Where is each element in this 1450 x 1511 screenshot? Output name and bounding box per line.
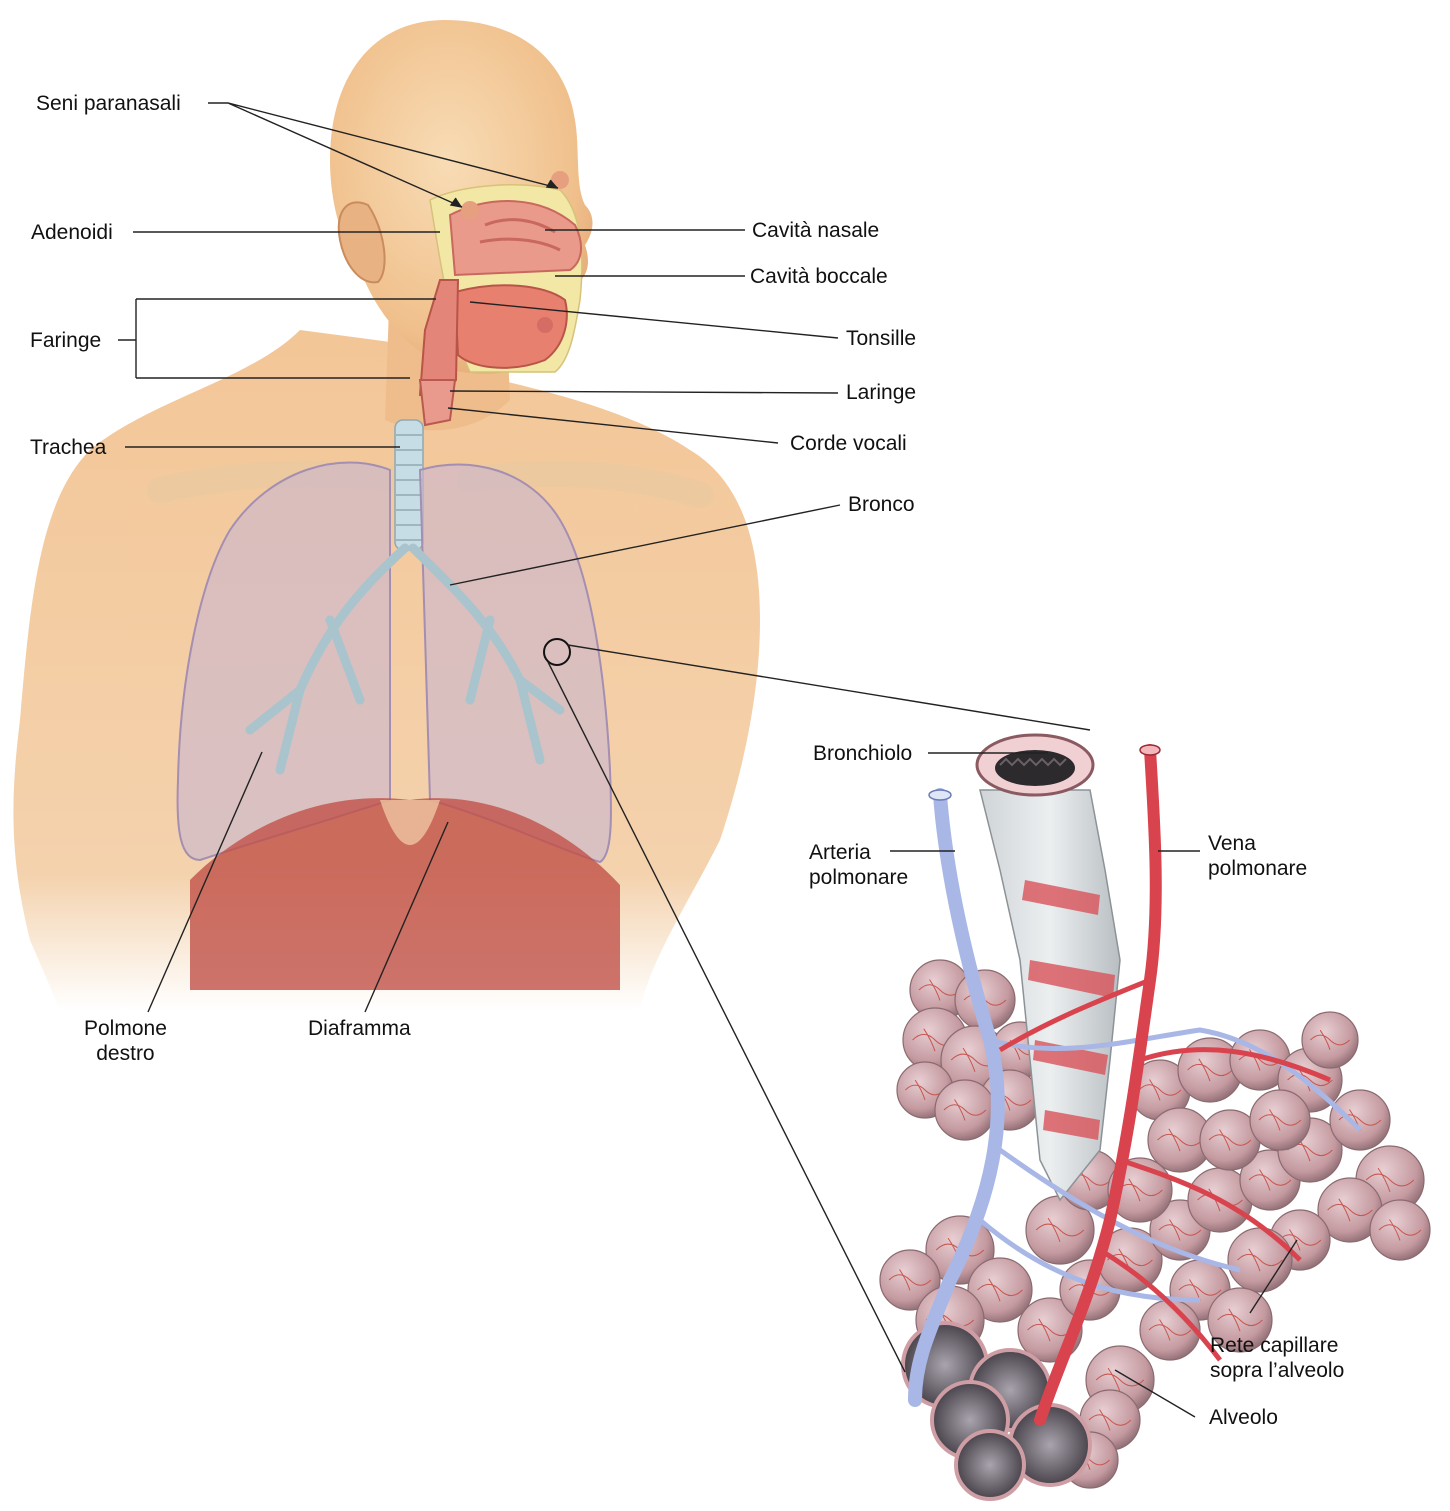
label-arteria-line2: polmonare [809,865,908,890]
label-seni-paranasali: Seni paranasali [36,91,181,116]
label-adenoidi: Adenoidi [31,220,113,245]
label-polmone-destro-line2: destro [84,1041,167,1066]
label-polmone-destro-line1: Polmone [84,1016,167,1041]
trachea-tube [395,420,423,550]
label-cavita-nasale: Cavità nasale [752,218,879,243]
label-trachea: Trachea [30,435,106,460]
label-arteria-line1: Arteria [809,840,908,865]
label-polmone-destro: Polmone destro [84,1016,167,1066]
alveoli-detail [880,735,1430,1499]
head-cross-section [420,171,582,400]
label-vena-line1: Vena [1208,831,1307,856]
label-corde-vocali: Corde vocali [790,431,907,456]
sinus-sphenoid [461,201,479,219]
label-arteria-polmonare: Arteria polmonare [809,840,908,890]
label-vena-polmonare: Vena polmonare [1208,831,1307,881]
label-bronchiolo: Bronchiolo [813,741,912,766]
label-laringe: Laringe [846,380,916,405]
label-faringe: Faringe [30,328,101,353]
tonsil [537,317,553,333]
label-rete-line1: Rete capillare [1210,1333,1344,1358]
label-vena-line2: polmonare [1208,856,1307,881]
label-diaframma: Diaframma [308,1016,411,1041]
label-rete-capillare: Rete capillare sopra l’alveolo [1210,1333,1344,1383]
label-cavita-boccale: Cavità boccale [750,264,888,289]
label-rete-line2: sopra l’alveolo [1210,1358,1344,1383]
label-tonsille: Tonsille [846,326,916,351]
larynx [420,380,455,425]
label-alveolo: Alveolo [1209,1405,1278,1430]
label-bronco: Bronco [848,492,915,517]
